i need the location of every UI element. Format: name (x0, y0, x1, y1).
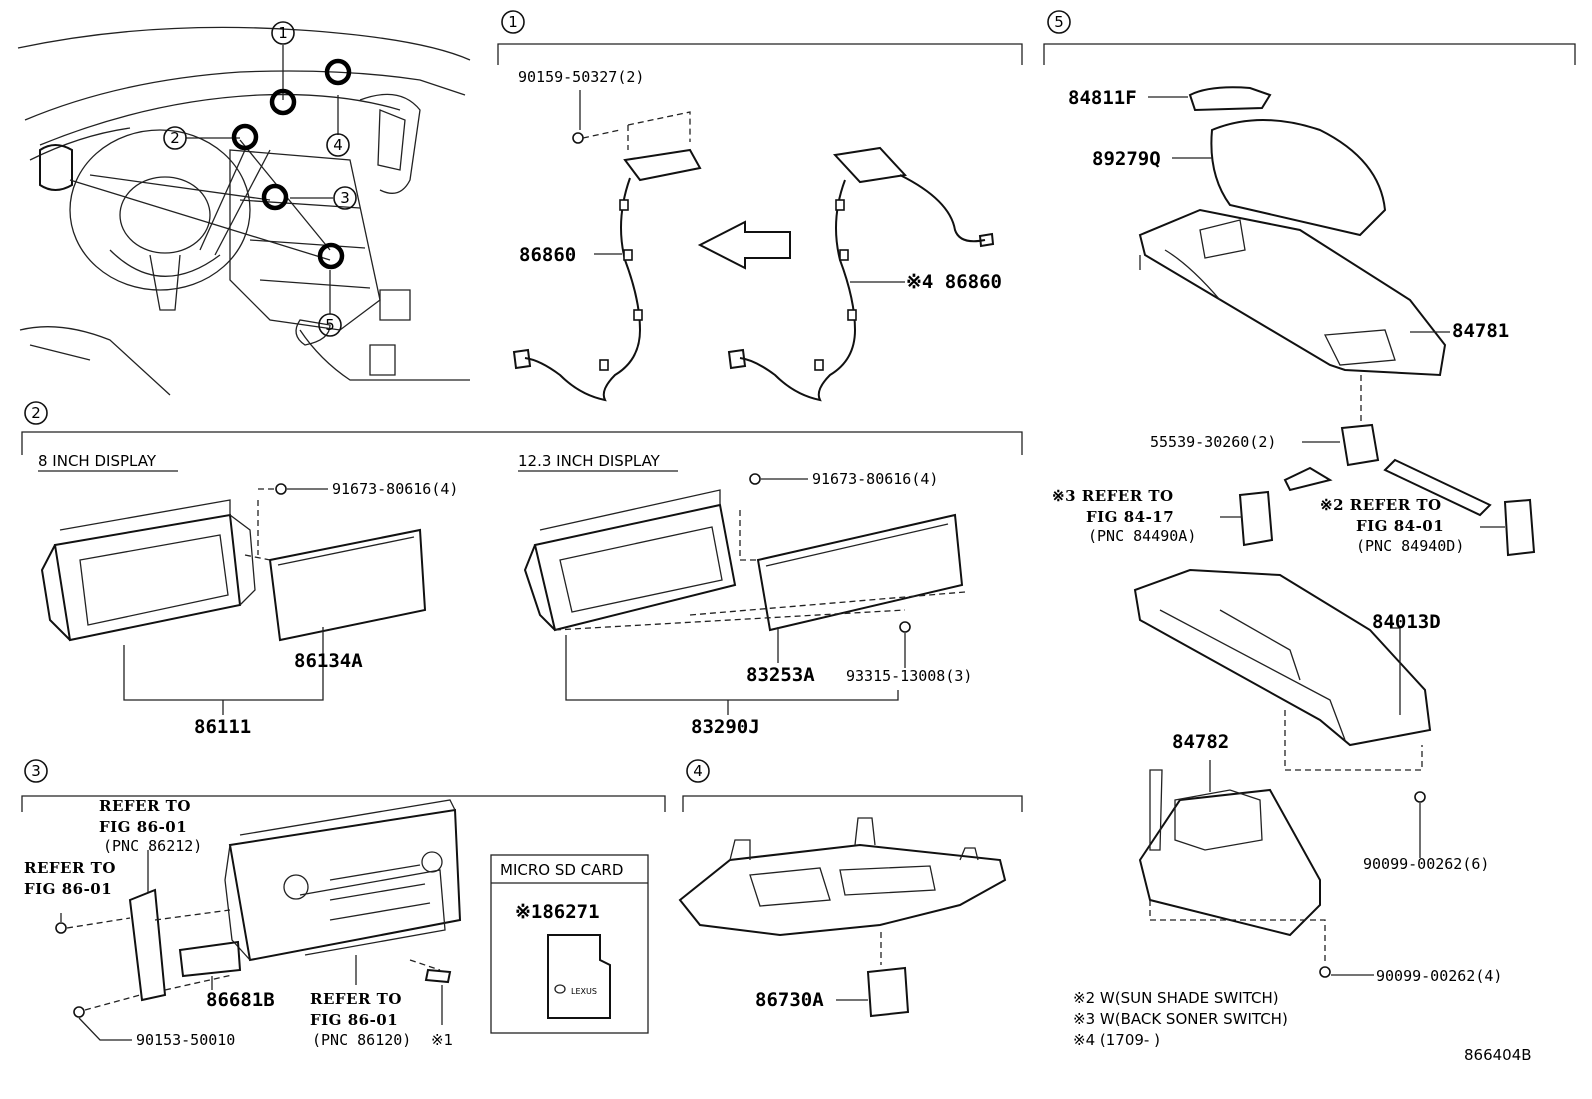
screw-90153 (73, 1006, 85, 1018)
screw-left-upper (55, 922, 67, 934)
svg-text:2: 2 (31, 404, 41, 422)
label-86730A: 86730A (755, 989, 824, 1011)
label-84781: 84781 (1452, 320, 1509, 342)
title-12-inch-display: 12.3 INCH DISPLAY (518, 452, 661, 470)
svg-text:3: 3 (340, 189, 350, 207)
section-number-2: 2 (24, 401, 48, 425)
figure-id: 866404B (1464, 1046, 1532, 1064)
refer-84940D-line1: ※2 REFER TO (1320, 496, 1442, 514)
svg-text:4: 4 (333, 136, 343, 154)
svg-text:5: 5 (325, 316, 335, 334)
label-90153-50010: 90153-50010 (136, 1031, 235, 1049)
label-84811F: 84811F (1068, 87, 1137, 109)
label-55539-30260: 55539-30260(2) (1150, 433, 1276, 451)
refer-86212-line2: FIG 86-01 (99, 818, 187, 836)
svg-text:4: 4 (693, 762, 703, 780)
label-90099-00262-4: 90099-00262(4) (1376, 967, 1502, 985)
note-2: ※2 W(SUN SHADE SWITCH) (1073, 989, 1279, 1007)
section-frames (21, 43, 1576, 812)
overview-callout-2: 2 (163, 126, 187, 150)
refer-86120-line1: REFER TO (310, 990, 402, 1008)
overview-callout-4: 4 (326, 133, 350, 157)
refer-86-01-line2: FIG 86-01 (24, 880, 112, 898)
label-83253A: 83253A (746, 664, 815, 686)
note-3: ※3 W(BACK SONER SWITCH) (1073, 1010, 1288, 1028)
section-number-5: 5 (1047, 10, 1071, 34)
section-4-overhead-console (678, 817, 1007, 1018)
svg-text:5: 5 (1054, 13, 1064, 31)
dashboard-overview (17, 26, 471, 396)
refer-86-01-line1: REFER TO (24, 859, 116, 877)
label-91673-80616-right: 91673-80616(4) (812, 470, 938, 488)
micro-sd-card-box (490, 854, 649, 1034)
note-mark-1: ※1 (431, 1031, 453, 1049)
label-86860-right: ※4 86860 (906, 271, 1002, 293)
label-84013D: 84013D (1372, 611, 1441, 633)
refer-86212-line3: (PNC 86212) (103, 837, 202, 855)
screw-93315 (899, 621, 911, 633)
screw-91673-left (275, 483, 287, 495)
micro-sd-title: MICRO SD CARD (500, 861, 623, 879)
svg-text:1: 1 (278, 24, 288, 42)
label-83290J: 83290J (691, 716, 760, 738)
title-8-inch-display: 8 INCH DISPLAY (38, 452, 157, 470)
section-number-4: 4 (686, 759, 710, 783)
overview-callout-1: 1 (271, 21, 295, 45)
section-1-harness (512, 90, 995, 402)
section-2-displays (40, 473, 966, 715)
label-84782: 84782 (1172, 731, 1229, 753)
label-86111: 86111 (194, 716, 251, 738)
label-90159-50327: 90159-50327(2) (518, 68, 644, 86)
refer-84940D-line2: FIG 84-01 (1356, 517, 1444, 535)
label-90099-00262-6: 90099-00262(6) (1363, 855, 1489, 873)
screw-91673-right (749, 473, 761, 485)
overview-callout-3: 3 (333, 186, 357, 210)
screw-90099-6 (1414, 791, 1426, 803)
svg-text:1: 1 (508, 13, 518, 31)
refer-84490A-line1: ※3 REFER TO (1052, 487, 1174, 505)
refer-86120-line2: FIG 86-01 (310, 1011, 398, 1029)
label-89279Q: 89279Q (1092, 148, 1161, 170)
section-number-1: 1 (501, 10, 525, 34)
refer-84490A-line3: (PNC 84490A) (1088, 527, 1196, 545)
label-93315-13008: 93315-13008(3) (846, 667, 972, 685)
svg-text:2: 2 (170, 129, 180, 147)
section-5-center-console (1133, 86, 1536, 978)
refer-84940D-line3: (PNC 84940D) (1356, 537, 1464, 555)
label-91673-80616-left: 91673-80616(4) (332, 480, 458, 498)
sd-brand-logo: LEXUS (571, 987, 597, 996)
label-86271: ※186271 (515, 901, 600, 923)
refer-84490A-line2: FIG 84-17 (1086, 508, 1174, 526)
svg-text:3: 3 (31, 762, 41, 780)
refer-86212-line1: REFER TO (99, 797, 191, 815)
bolt-90159 (572, 132, 584, 144)
micro-sd-card-icon (547, 934, 611, 1019)
screw-90099-4 (1319, 966, 1331, 978)
section-number-3: 3 (24, 759, 48, 783)
overview-callout-5: 5 (318, 313, 342, 337)
note-4: ※4 (1709- ) (1073, 1031, 1160, 1049)
refer-86120-line3: (PNC 86120) (312, 1031, 411, 1049)
label-86860-left: 86860 (519, 244, 576, 266)
label-86134A: 86134A (294, 650, 363, 672)
section-3-audio-unit (55, 799, 649, 1041)
label-86681B: 86681B (206, 989, 275, 1011)
